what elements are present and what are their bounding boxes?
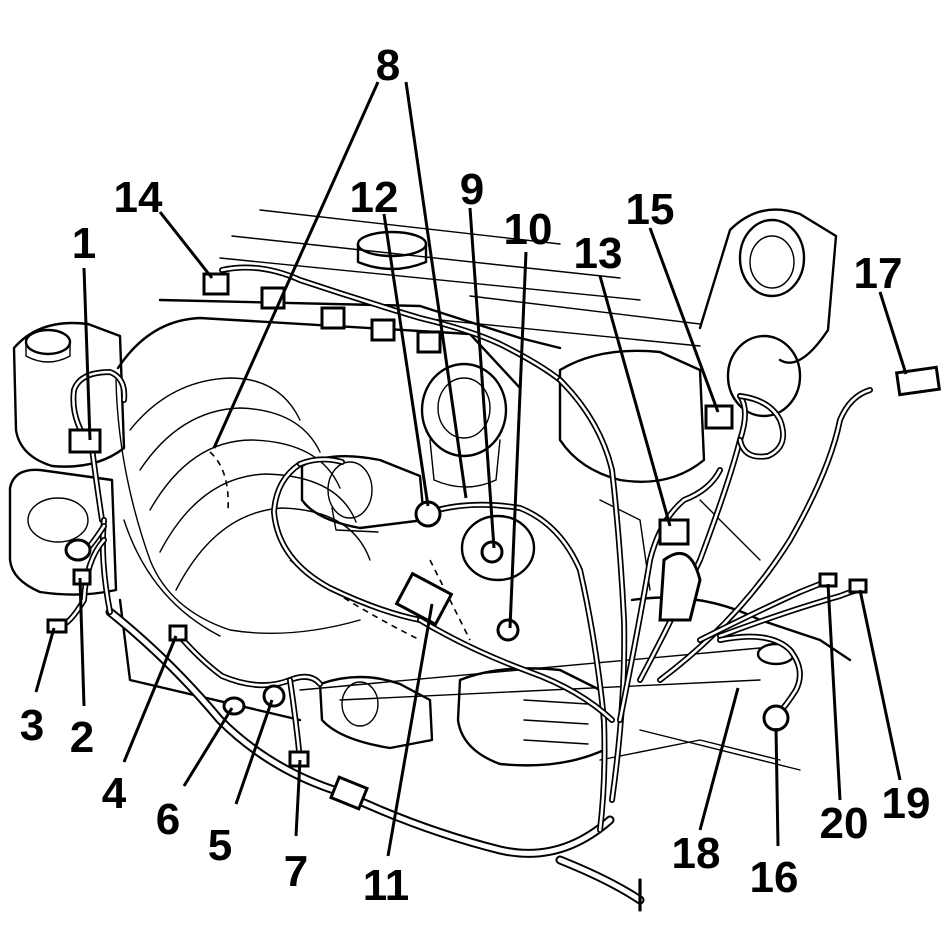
connector-17 bbox=[894, 365, 942, 397]
leader-14 bbox=[158, 211, 214, 279]
callout-13: 13 bbox=[574, 229, 623, 278]
leader-15 bbox=[648, 227, 720, 413]
callout-4: 4 bbox=[102, 769, 127, 818]
callout-16: 16 bbox=[750, 853, 799, 902]
connector-injector-5 bbox=[416, 330, 442, 354]
callout-9: 9 bbox=[460, 165, 484, 214]
callout-19: 19 bbox=[882, 779, 931, 828]
callout-14: 14 bbox=[114, 173, 163, 222]
callout-20: 20 bbox=[820, 799, 869, 848]
connector-injector-1 bbox=[202, 272, 230, 296]
connector-19 bbox=[848, 578, 868, 594]
connector-15 bbox=[704, 404, 734, 430]
leader-17 bbox=[878, 291, 908, 375]
leader-12 bbox=[382, 213, 430, 507]
leader-20 bbox=[826, 583, 842, 801]
callout-8: 8 bbox=[376, 41, 400, 90]
connector-injector-3 bbox=[320, 306, 346, 330]
callout-15: 15 bbox=[626, 185, 675, 234]
connector-4 bbox=[168, 624, 188, 642]
connector-3 bbox=[46, 618, 68, 634]
connector-1 bbox=[68, 428, 102, 454]
leader-7 bbox=[294, 759, 302, 837]
callout-7: 7 bbox=[284, 847, 308, 896]
leader-11 bbox=[386, 603, 434, 857]
callout-12: 12 bbox=[350, 173, 399, 222]
leader-8b bbox=[404, 81, 468, 499]
connector-5 bbox=[262, 684, 286, 708]
leader-6 bbox=[182, 707, 234, 787]
connector-13 bbox=[658, 518, 690, 546]
connector-6 bbox=[222, 696, 246, 716]
leader-9 bbox=[468, 207, 496, 549]
callout-17: 17 bbox=[854, 249, 903, 298]
callout-labels: 1 2 3 4 5 6 7 8 9 10 11 12 13 14 15 16 1… bbox=[20, 41, 931, 910]
callout-10: 10 bbox=[504, 205, 553, 254]
callout-2: 2 bbox=[70, 713, 94, 762]
callout-1: 1 bbox=[72, 219, 96, 268]
callout-5: 5 bbox=[208, 821, 232, 870]
leader-1 bbox=[82, 267, 92, 441]
callout-11: 11 bbox=[363, 861, 410, 910]
callout-3: 3 bbox=[20, 701, 44, 750]
leader-18 bbox=[698, 687, 740, 831]
leader-10 bbox=[508, 251, 528, 629]
connector-9 bbox=[480, 540, 504, 564]
connector-2-sensor bbox=[64, 538, 92, 562]
connector-2 bbox=[72, 568, 92, 586]
connectors bbox=[46, 272, 942, 768]
callout-6: 6 bbox=[156, 795, 180, 844]
leader-2 bbox=[78, 577, 86, 707]
leader-8a bbox=[212, 81, 380, 449]
connector-injector-4 bbox=[370, 318, 396, 342]
leader-5 bbox=[234, 699, 274, 805]
leader-lines bbox=[34, 81, 908, 857]
leader-16 bbox=[774, 727, 780, 847]
leader-13 bbox=[598, 275, 672, 527]
connector-13-sensor bbox=[658, 551, 702, 622]
connector-11 bbox=[394, 571, 454, 627]
leader-4 bbox=[122, 635, 178, 763]
leader-3 bbox=[34, 627, 56, 693]
connector-10 bbox=[496, 618, 520, 642]
callout-18: 18 bbox=[672, 829, 721, 878]
leader-19 bbox=[858, 589, 902, 781]
connector-16 bbox=[762, 704, 790, 732]
